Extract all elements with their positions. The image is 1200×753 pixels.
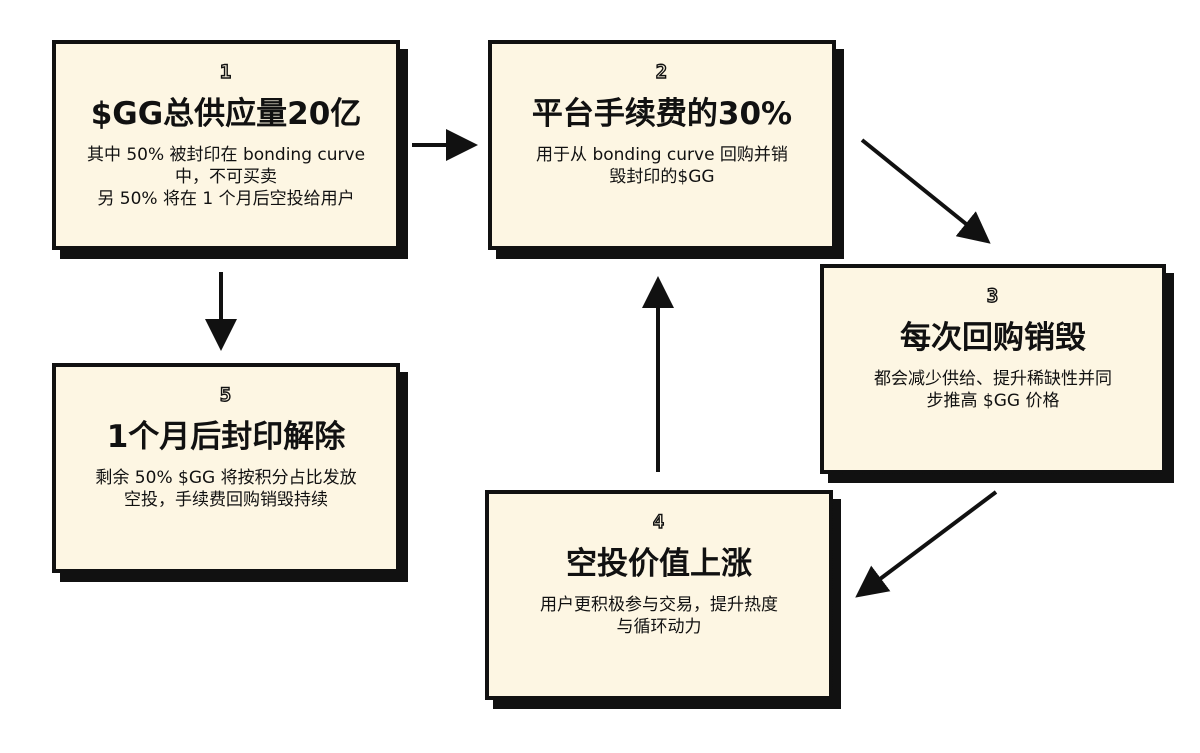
step-description: 剩余 50% $GG 将按积分占比发放 空投，手续费回购销毁持续 bbox=[61, 467, 391, 511]
step-card-1: 1 $GG总供应量20亿 其中 50% 被封印在 bonding curve 中… bbox=[52, 40, 400, 250]
step-number: 2 bbox=[655, 61, 669, 83]
step-card-2: 2 平台手续费的30% 用于从 bonding curve 回购并销 毁封印的$… bbox=[488, 40, 836, 250]
step-description: 用于从 bonding curve 回购并销 毁封印的$GG bbox=[502, 144, 822, 188]
step-card-4: 4 空投价值上涨 用户更积极参与交易，提升热度 与循环动力 bbox=[485, 490, 833, 700]
description-line: 中，不可买卖 bbox=[175, 167, 277, 187]
description-line: 毁封印的$GG bbox=[609, 167, 715, 187]
arrow-3-to-4 bbox=[855, 490, 998, 598]
step-title: 空投价值上涨 bbox=[566, 546, 752, 582]
step-description: 用户更积极参与交易，提升热度 与循环动力 bbox=[494, 594, 824, 638]
description-line: 与循环动力 bbox=[616, 617, 702, 637]
step-title: 每次回购销毁 bbox=[900, 320, 1086, 356]
step-title: $GG总供应量20亿 bbox=[90, 96, 362, 132]
arrow-2-to-3 bbox=[860, 138, 991, 244]
step-description: 都会减少供给、提升稀缺性并同 步推高 $GG 价格 bbox=[828, 368, 1158, 412]
step-number: 3 bbox=[986, 285, 1000, 307]
step-number: 4 bbox=[652, 511, 666, 533]
description-line: 用于从 bonding curve 回购并销 bbox=[536, 145, 788, 165]
step-description: 其中 50% 被封印在 bonding curve 中，不可买卖 另 50% 将… bbox=[61, 144, 391, 210]
description-line: 剩余 50% $GG 将按积分占比发放 bbox=[95, 468, 357, 488]
step-card-5: 5 1个月后封印解除 剩余 50% $GG 将按积分占比发放 空投，手续费回购销… bbox=[52, 363, 400, 573]
step-title: 平台手续费的30% bbox=[531, 96, 793, 132]
description-line: 其中 50% 被封印在 bonding curve bbox=[86, 145, 366, 165]
description-line: 另 50% 将在 1 个月后空投给用户 bbox=[97, 189, 355, 209]
description-line: 都会减少供给、提升稀缺性并同 bbox=[874, 369, 1112, 389]
step-title: 1个月后封印解除 bbox=[106, 419, 346, 455]
step-number: 1 bbox=[219, 61, 233, 83]
step-card-3: 3 每次回购销毁 都会减少供给、提升稀缺性并同 步推高 $GG 价格 bbox=[820, 264, 1166, 474]
description-line: 步推高 $GG 价格 bbox=[926, 391, 1060, 411]
description-line: 空投，手续费回购销毁持续 bbox=[124, 490, 328, 510]
step-number: 5 bbox=[219, 384, 233, 406]
description-line: 用户更积极参与交易，提升热度 bbox=[540, 595, 778, 615]
